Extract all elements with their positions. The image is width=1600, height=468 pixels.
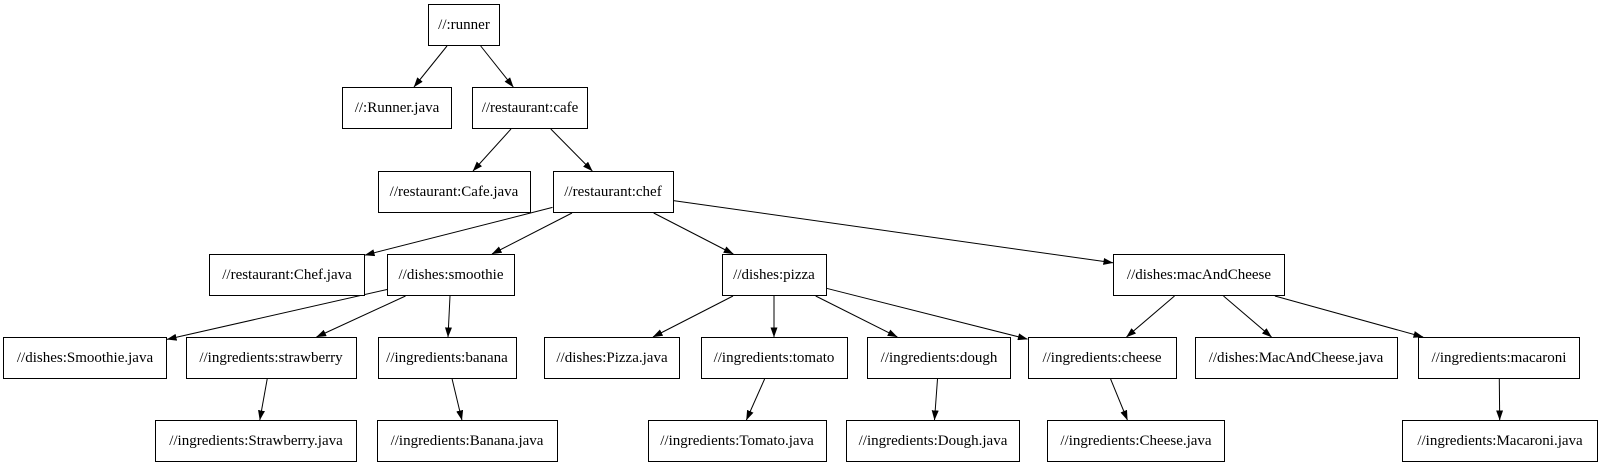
graph-node-smoothie: //dishes:smoothie [387,254,515,296]
graph-node-banana-java: //ingredients:Banana.java [376,420,558,462]
graph-edge-runner-to-cafe [480,45,514,88]
graph-edge-smoothie-to-banana [444,295,452,338]
graph-edge-cafe-to-chef [550,128,593,172]
graph-node-runner-java: //:Runner.java [342,87,452,129]
graph-node-pizza-java: //dishes:Pizza.java [544,337,680,379]
graph-node-tomato-java: //ingredients:Tomato.java [647,420,827,462]
graph-node-cafe-java: //restaurant:Cafe.java [377,171,531,213]
graph-edge-banana-to-banana-java [451,378,464,421]
graph-edge-macandcheese-to-macaroni [1274,295,1424,338]
graph-edge-tomato-to-tomato-java [745,378,766,421]
graph-edge-pizza-to-pizza-java [652,295,734,338]
graph-node-pizza: //dishes:pizza [721,254,827,296]
graph-node-runner: //:runner [428,4,500,46]
graph-node-strawberry: //ingredients:strawberry [185,337,357,379]
graph-edge-strawberry-to-strawberry-java [258,378,268,421]
graph-edge-cheese-to-cheese-java [1110,378,1128,421]
graph-node-smoothie-java: //dishes:Smoothie.java [3,337,167,379]
graph-edge-pizza-to-cheese [826,287,1028,341]
graph-node-chef-java: //restaurant:Chef.java [209,254,365,296]
graph-node-macaroni-java: //ingredients:Macaroni.java [1402,420,1598,462]
graph-edge-cafe-to-cafe-java [472,128,512,172]
graph-edge-smoothie-to-strawberry [316,295,406,338]
graph-edge-smoothie-to-smoothie-java [166,289,388,341]
graph-node-macaroni: //ingredients:macaroni [1418,337,1580,379]
graph-edge-chef-to-chef-java [364,206,553,257]
graph-node-tomato: //ingredients:tomato [700,337,848,379]
graph-node-macandcheese-java: //dishes:MacAndCheese.java [1194,337,1398,379]
graph-node-dough: //ingredients:dough [867,337,1011,379]
graph-edge-pizza-to-dough [815,295,898,338]
graph-edge-runner-to-runner-java [413,45,448,88]
graph-node-cafe: //restaurant:cafe [472,87,588,129]
graph-edge-macandcheese-to-macandcheese-java [1223,295,1272,338]
graph-node-strawberry-java: //ingredients:Strawberry.java [155,420,357,462]
graph-node-cheese: //ingredients:cheese [1027,337,1177,379]
graph-edge-macandcheese-to-cheese [1126,295,1175,338]
graph-edge-chef-to-smoothie [491,212,573,255]
graph-node-dough-java: //ingredients:Dough.java [846,420,1020,462]
graph-edge-chef-to-pizza [653,212,734,255]
graph-edge-dough-to-dough-java [931,378,939,421]
graph-edge-chef-to-macandcheese [673,200,1114,265]
graph-node-macandcheese: //dishes:macAndCheese [1113,254,1285,296]
graph-node-chef: //restaurant:chef [552,171,674,213]
graph-node-cheese-java: //ingredients:Cheese.java [1047,420,1225,462]
graph-node-banana: //ingredients:banana [377,337,517,379]
